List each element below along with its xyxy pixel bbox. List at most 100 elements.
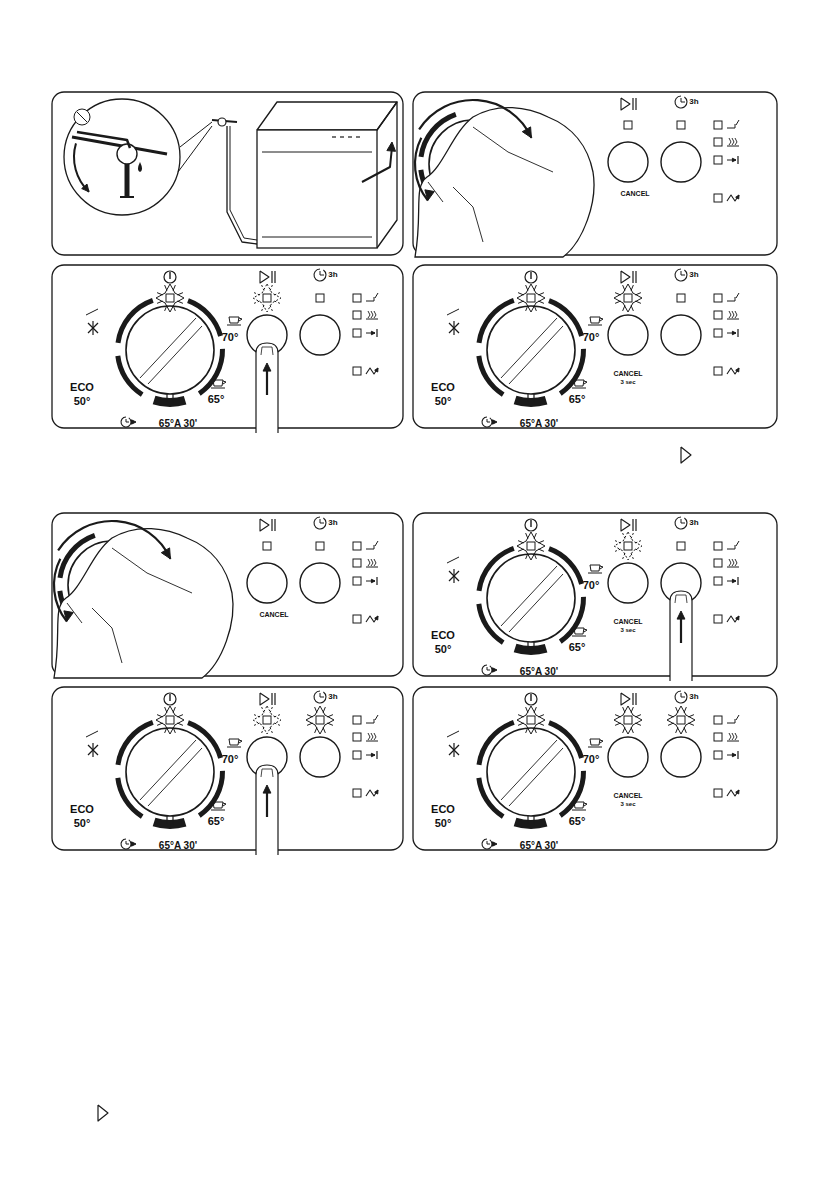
stroke — [262, 285, 264, 291]
clock-icon — [314, 517, 326, 529]
panel — [413, 513, 777, 681]
stroke — [732, 733, 734, 740]
finger — [256, 765, 278, 855]
stroke — [92, 743, 93, 757]
finger — [670, 591, 692, 681]
led-glow — [517, 532, 545, 560]
stroke — [254, 301, 260, 303]
indicator-led — [353, 615, 361, 623]
panel — [52, 92, 403, 255]
panel-label: 65°A 30' — [520, 667, 558, 677]
panel-label: ECO — [431, 804, 455, 815]
panel-label: 65° — [208, 816, 225, 827]
stroke — [600, 566, 603, 569]
stroke — [262, 305, 264, 311]
indicator-led — [353, 542, 361, 550]
water-drop — [138, 162, 142, 172]
stroke — [615, 549, 621, 551]
stroke — [271, 271, 272, 283]
panel-label: 65° — [569, 394, 586, 405]
power-symbol — [525, 693, 537, 705]
stroke — [727, 124, 735, 128]
dishwasher — [257, 130, 377, 248]
indicator-led — [714, 733, 722, 741]
stroke — [572, 810, 586, 811]
clock-icon — [482, 417, 492, 427]
stroke — [211, 388, 225, 389]
stroke — [257, 102, 397, 130]
stroke — [635, 519, 636, 531]
stroke — [274, 693, 275, 705]
arrow-head — [131, 842, 136, 846]
stroke — [180, 122, 212, 147]
panel — [413, 687, 777, 850]
arrow-head — [375, 616, 378, 620]
arrow-head — [371, 579, 375, 582]
stroke — [274, 519, 275, 531]
stroke — [366, 368, 378, 374]
stroke — [635, 549, 641, 551]
stroke — [274, 723, 280, 725]
stroke — [376, 751, 377, 759]
panel — [52, 265, 403, 433]
stroke — [223, 381, 226, 384]
stroke — [148, 748, 202, 806]
stroke — [729, 559, 731, 566]
stroke — [729, 733, 731, 740]
stroke — [320, 693, 324, 697]
indicator-led — [353, 329, 361, 337]
stroke — [632, 519, 633, 531]
indicator-led — [714, 615, 722, 623]
panel-label: CANCEL — [613, 370, 642, 377]
indicator-led — [714, 577, 722, 585]
arrow-head — [736, 616, 739, 620]
arrow-head — [677, 611, 685, 619]
stroke — [588, 747, 602, 748]
stroke — [371, 311, 373, 318]
stroke — [178, 126, 212, 172]
panel-frame — [52, 265, 403, 428]
delay-button — [661, 315, 701, 355]
program-knob — [126, 306, 214, 394]
stroke — [727, 719, 735, 723]
stroke — [140, 318, 196, 378]
stroke — [632, 693, 633, 705]
stroke — [732, 138, 734, 145]
stroke — [223, 803, 226, 806]
delay-button — [661, 737, 701, 777]
stroke — [270, 707, 272, 713]
dial-pointer-band — [153, 818, 187, 829]
hand — [415, 108, 594, 257]
stroke — [261, 769, 273, 777]
panel-frame — [413, 687, 777, 850]
led-glow — [253, 284, 281, 312]
stroke — [377, 102, 397, 248]
indicator-led — [714, 156, 722, 164]
program-knob — [126, 728, 214, 816]
stroke — [453, 321, 454, 335]
panel — [52, 513, 403, 678]
stroke — [621, 271, 630, 283]
panel-label: 50° — [435, 644, 452, 655]
stroke — [227, 126, 257, 244]
stroke — [737, 577, 738, 585]
stroke — [453, 187, 483, 242]
panel-label: 65°A 30' — [159, 419, 197, 429]
stroke — [368, 311, 370, 318]
indicator-led — [714, 121, 722, 129]
stroke — [574, 380, 584, 386]
stroke — [366, 741, 378, 742]
stroke — [681, 693, 685, 697]
panel-label: 70° — [583, 332, 600, 343]
start-button — [608, 315, 648, 355]
arrow-head — [736, 368, 739, 372]
panel — [413, 265, 777, 428]
indicator-led — [714, 751, 722, 759]
panel-frame — [52, 92, 403, 255]
stroke — [727, 790, 739, 796]
stroke — [727, 319, 739, 320]
stroke — [77, 112, 87, 122]
stroke — [340, 136, 344, 137]
stroke — [262, 727, 264, 733]
